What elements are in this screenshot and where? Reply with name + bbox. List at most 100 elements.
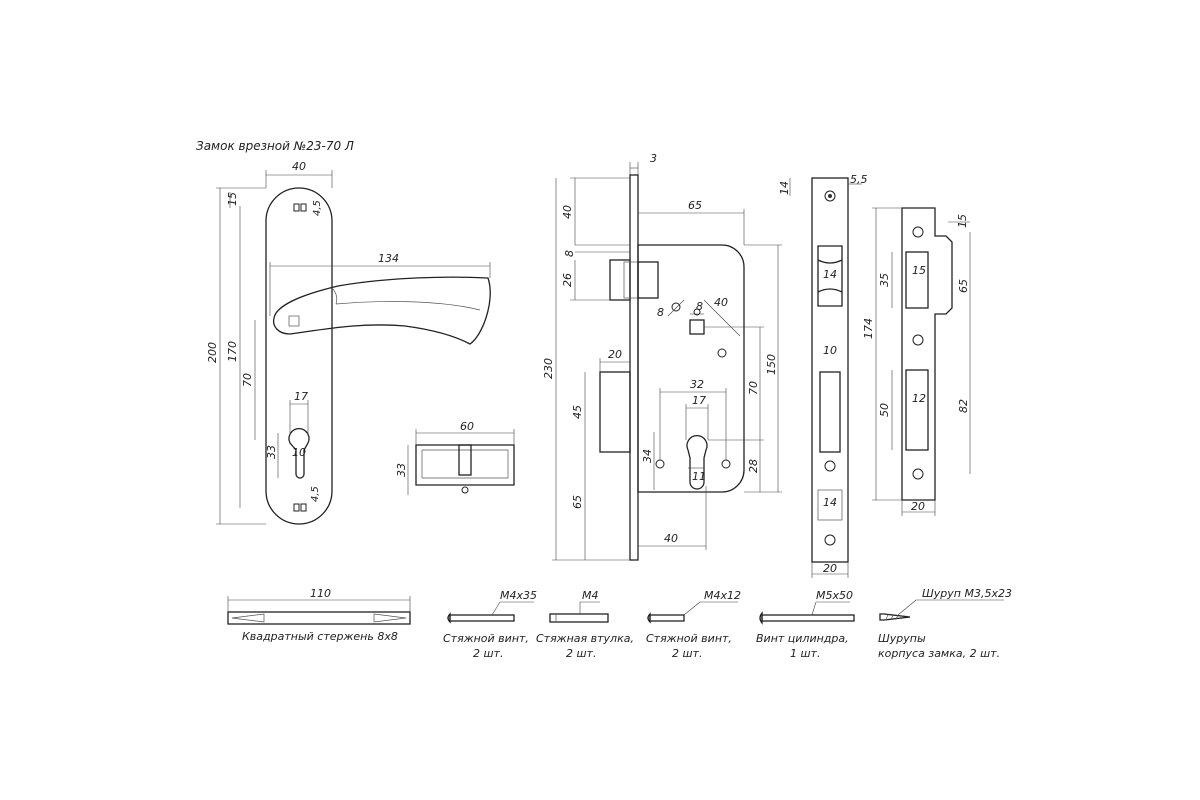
accessory-screw-m5x50: М5х50 Винт цилиндра, 1 шт. [756,589,855,660]
lock-dim-body-height: 150 [765,354,778,375]
lock-dim-center-distance: 70 [747,381,760,395]
strike-dim-width: 20 [911,500,925,513]
faceplate-dim-top-hole: 14 [778,181,791,195]
accessory-spec: М5х50 [816,589,853,602]
accessory-qty: корпуса замка, 2 шт. [878,647,1000,660]
handle-dim-hole-spacing: 170 [226,341,239,362]
faceplate-dim-bolt-width: 10 [823,344,837,357]
lock-faceplate [629,174,639,561]
accessory-spec: М4 [582,589,599,602]
handle-dim-bottom-hole-size: 4,5 [310,486,321,502]
lock-dim-cyl-width: 17 [692,394,706,407]
accessory-screw-m4x12: М4х12 Стяжной винт, 2 шт. [646,589,741,660]
lock-body-view: 3 40 65 8 26 8 8 40 230 20 150 45 [542,152,782,561]
lock-dim-faceplate-thickness: 3 [650,152,657,165]
handle-dim-lever-length: 134 [378,252,399,265]
spindle-dim-length: 110 [310,587,331,600]
lock-body-outline [637,244,745,493]
lock-dim-latch-gap: 8 [563,250,576,257]
handle-dim-keyhole-width: 17 [294,390,308,403]
handle-dim-keyhole-slot: 10 [292,446,306,459]
handle-dim-total-height: 200 [206,342,219,363]
accessory-name: Винт цилиндра, [756,632,849,645]
cylinder-dim-length: 60 [460,420,474,433]
faceplate-dim-lower-width: 14 [823,496,837,509]
cylinder-outline [415,444,515,486]
strike-dim-total-height: 174 [862,318,875,339]
accessory-name: Стяжной винт, [646,632,732,645]
handle-dim-top-hole: 15 [226,192,239,206]
strike-dim-top: 15 [956,214,969,228]
accessory-bushing-m4: М4 Стяжная втулка, 2 шт. [536,589,634,660]
lock-dim-cyl-slot: 11 [692,470,706,483]
cylinder-cam [458,444,472,476]
strike-plate-view: 15 35 15 65 174 50 12 82 20 [862,207,971,516]
strike-dim-latch-slot-width: 15 [912,264,926,277]
bolt-opening [819,371,841,453]
bottom-screw-hole [293,503,300,512]
strike-dim-hole-spacing-upper: 65 [957,279,970,293]
cylinder-keyhole [288,427,310,479]
strike-dim-bolt-slot-width: 12 [912,392,926,405]
lock-dim-cyl-backset: 40 [664,532,678,545]
dead-bolt [599,371,631,453]
accessory-qty: 2 шт. [672,647,702,660]
top-screw-hole [293,203,300,212]
handle-dim-center-distance: 70 [241,373,254,387]
handle-dim-top-hole-size: 4,5 [312,200,323,216]
lock-dim-latch-height: 26 [561,273,574,287]
spindle-hole [689,319,705,335]
lock-dim-diagonal: 40 [714,296,728,309]
lever-handle-inner-line [331,287,481,311]
lock-dim-cyl-offset: 28 [747,459,760,473]
handle-plate-outline [265,187,333,525]
strike-dim-bolt-slot-height: 50 [878,403,891,417]
accessory-name: Стяжная втулка, [536,632,634,645]
cylinder-view: 60 33 [395,420,515,495]
cylinder-screw-hole [461,486,469,494]
lock-dim-top-offset: 40 [561,205,574,219]
faceplate-dim-latch-width: 14 [823,268,837,281]
spindle: 110 Квадратный стержень 8х8 [227,587,411,643]
accessory-qty: 1 шт. [790,647,820,660]
lever-handle [272,276,491,345]
accessory-name: Стяжной винт, [443,632,529,645]
faceplate-front-outline [811,177,849,563]
lock-dim-hole-a: 8 [657,306,664,319]
accessory-wood-screw: Шуруп М3,5х23 Шурупы корпуса замка, 2 шт… [878,587,1012,660]
faceplate-dim-hole-offset: 5,5 [850,173,868,186]
spindle-square-mark [288,315,300,327]
accessory-spec: М4х12 [704,589,741,602]
lock-dim-spindle-size: 8 [696,300,703,313]
accessory-spec: Шуруп М3,5х23 [922,587,1012,600]
latch-opening [817,245,843,307]
drawing-title: Замок врезной №23-70 Л [196,139,354,153]
strike-dim-latch-slot-height: 35 [878,273,891,287]
accessory-name: Шурупы [878,632,926,645]
strike-latch-slot [905,251,929,309]
faceplate-dim-width: 20 [823,562,837,575]
accessory-spec: М4х35 [500,589,537,602]
handle-dim-keyhole-height: 33 [265,445,278,459]
lock-dim-bolt-height: 45 [571,405,584,419]
lock-dim-cyl-screw-spacing: 32 [690,378,704,391]
lock-dim-cyl-height: 34 [641,449,654,463]
handle-plate-view: 40 15 4,5 134 200 170 70 17 33 10 4,5 [206,160,491,525]
lock-dim-total-height: 230 [542,358,555,379]
handle-dim-width: 40 [292,160,306,173]
accessory-screw-m4x35: М4х35 Стяжной винт, 2 шт. [443,589,537,660]
lock-dim-backset: 65 [688,199,702,212]
top-screw-hole-2 [300,203,307,212]
cylinder-dim-height: 33 [395,463,408,477]
strike-dim-hole-spacing-lower: 82 [957,399,970,413]
accessory-qty: 2 шт. [566,647,596,660]
strike-plate-outline [901,207,953,501]
lock-dim-bolt-depth: 20 [608,348,622,361]
latch-bolt [609,259,631,301]
faceplate-front-view: 14 5,5 14 10 14 20 [778,173,868,578]
accessories-row: 110 Квадратный стержень 8х8 М4х35 Стяжно… [227,587,1012,660]
lock-cylinder-hole [686,434,708,490]
lock-dim-bottom-offset: 65 [571,495,584,509]
strike-bolt-slot [905,369,929,451]
